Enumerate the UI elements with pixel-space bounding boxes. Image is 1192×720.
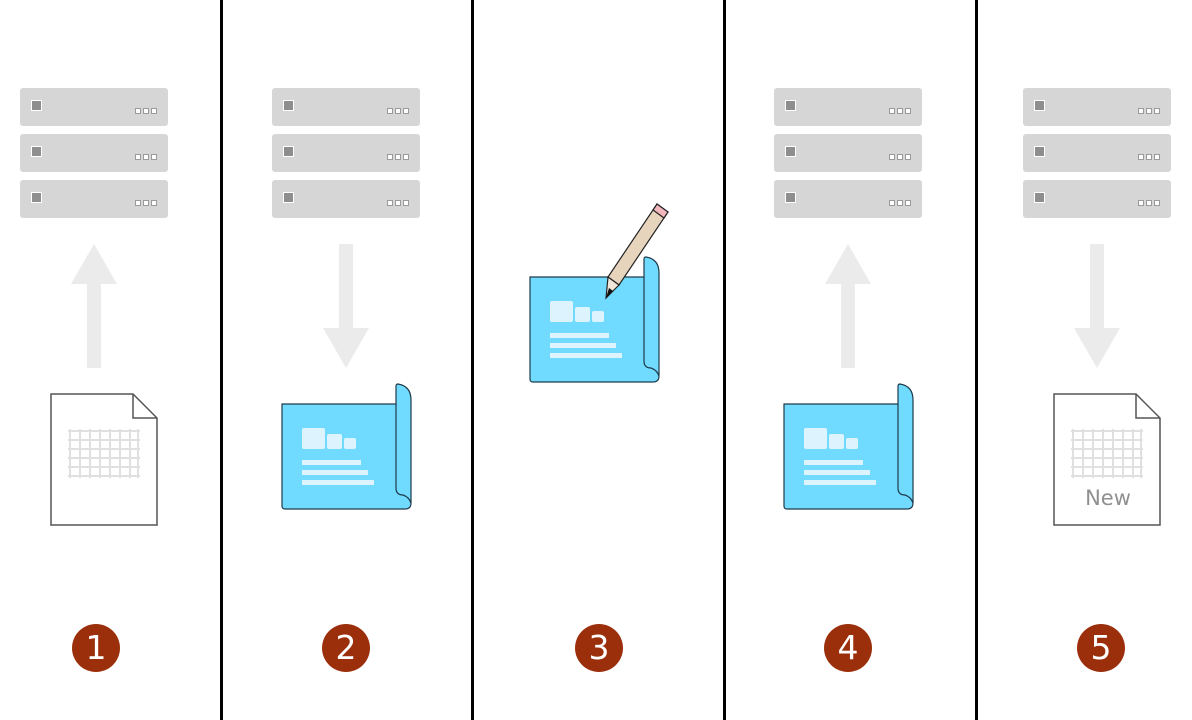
- server-unit: [1023, 88, 1171, 126]
- arrow-down-icon: [323, 244, 369, 368]
- step-badge: 4: [824, 624, 872, 672]
- server-unit: [20, 134, 168, 172]
- column-divider: [975, 0, 978, 720]
- server-icon: [272, 88, 420, 218]
- server-unit: [774, 88, 922, 126]
- blueprint-icon: [281, 383, 412, 510]
- server-unit: [1023, 180, 1171, 218]
- server-unit: [20, 88, 168, 126]
- column-divider: [220, 0, 223, 720]
- server-unit: [272, 134, 420, 172]
- column-divider: [723, 0, 726, 720]
- step-badge: 1: [72, 624, 120, 672]
- server-unit: [272, 88, 420, 126]
- arrow-down-icon: [1074, 244, 1120, 368]
- server-unit: [20, 180, 168, 218]
- spreadsheet-document-icon: [1053, 393, 1161, 526]
- pencil-icon: [605, 203, 669, 300]
- spreadsheet-document-icon: [50, 393, 158, 526]
- blueprint-icon: [529, 256, 660, 383]
- step-badge: 3: [575, 624, 623, 672]
- server-icon: [774, 88, 922, 218]
- server-unit: [774, 134, 922, 172]
- server-unit: [272, 180, 420, 218]
- column-divider: [471, 0, 474, 720]
- new-document: New: [1053, 393, 1163, 527]
- server-unit: [1023, 134, 1171, 172]
- server-icon: [20, 88, 168, 218]
- arrow-up-icon: [825, 244, 871, 368]
- blueprint-icon: [783, 383, 914, 510]
- server-unit: [774, 180, 922, 218]
- step-badge: 2: [322, 624, 370, 672]
- step-badge: 5: [1077, 624, 1125, 672]
- new-document-label: New: [1085, 486, 1131, 510]
- server-icon: [1023, 88, 1171, 218]
- arrow-up-icon: [71, 244, 117, 368]
